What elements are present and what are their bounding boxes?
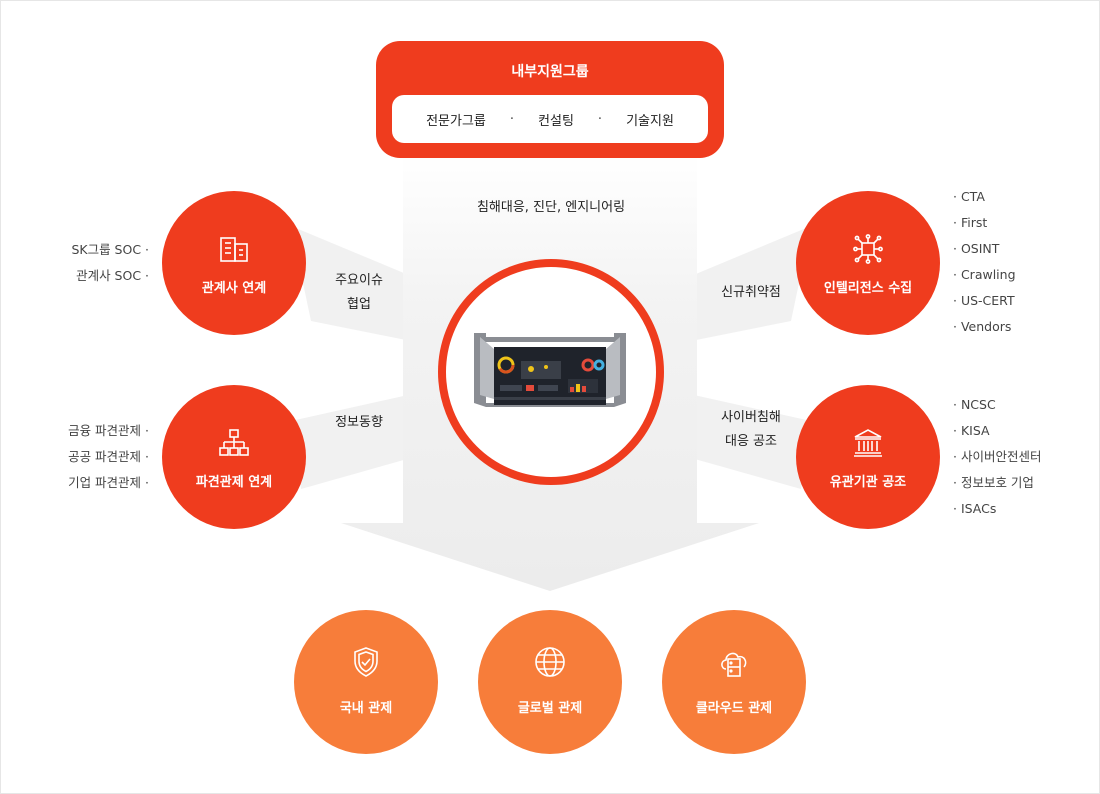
domestic-control-label: 국내 관제 — [339, 701, 393, 716]
internal-support-items: 전문가그룹 · 컨설팅 · 기술지원 — [392, 95, 708, 143]
affiliate-link-node: 관계사 연계 — [162, 191, 306, 335]
building-icon — [220, 237, 248, 262]
global-control-node: 글로벌 관제 — [478, 610, 622, 754]
link-label-line: 주요이슈 — [335, 273, 383, 288]
globe-icon — [535, 647, 565, 677]
org-chart-icon — [219, 429, 249, 456]
consulting-label: 컨설팅 — [538, 113, 574, 129]
intelligence-list: · CTA · First · OSINT · Crawling · US-CE… — [953, 184, 1093, 340]
agency-cooperation-label: 유관기관 공조 — [829, 475, 907, 490]
new-vulnerability-link-label: 신규취약점 — [701, 281, 801, 305]
list-item: · OSINT — [953, 241, 1000, 256]
intelligence-node: 인텔리전스 수집 — [796, 191, 940, 335]
control-center — [438, 259, 664, 485]
center-top-label: 침해대응, 진단, 엔지니어링 — [476, 200, 626, 215]
link-label-line: 대응 공조 — [725, 434, 777, 449]
list-item: 공공 파견관제 · — [68, 449, 149, 464]
global-control-label: 글로벌 관제 — [517, 701, 583, 716]
affiliate-list: SK그룹 SOC · 관계사 SOC · — [21, 237, 149, 289]
info-trend-link-label: 정보동향 — [319, 411, 399, 435]
link-label-line: 사이버침해 — [721, 410, 781, 425]
network-chip-icon — [853, 234, 883, 264]
separator: · — [509, 111, 515, 127]
list-item: · 정보보호 기업 — [953, 475, 1034, 490]
separator: · — [597, 111, 603, 127]
cloud-control-label: 클라우드 관제 — [695, 701, 773, 716]
cyber-response-link-label: 사이버침해 대응 공조 — [701, 406, 801, 454]
shield-check-icon — [354, 647, 378, 677]
link-label-line: 정보동향 — [335, 415, 383, 430]
list-item: · Vendors — [953, 319, 1012, 334]
list-item: SK그룹 SOC · — [71, 242, 149, 257]
cloud-control-node: 클라우드 관제 — [662, 610, 806, 754]
list-item: · KISA — [953, 423, 990, 438]
list-item: · 사이버안전센터 — [953, 449, 1042, 464]
list-item: 금융 파견관제 · — [68, 423, 149, 438]
list-item: · CTA — [953, 189, 985, 204]
list-item: · US-CERT — [953, 293, 1015, 308]
dispatch-control-label: 파견관제 연계 — [195, 475, 273, 490]
internal-support-group: 내부지원그룹 전문가그룹 · 컨설팅 · 기술지원 — [376, 41, 724, 158]
domestic-control-node: 국내 관제 — [294, 610, 438, 754]
list-item: · ISACs — [953, 501, 997, 516]
list-item: · First — [953, 215, 988, 230]
cloud-server-icon — [721, 652, 747, 677]
agency-list: · NCSC · KISA · 사이버안전센터 · 정보보호 기업 · ISAC… — [953, 392, 1093, 522]
agency-cooperation-node: 유관기관 공조 — [796, 385, 940, 529]
tech-support-label: 기술지원 — [626, 113, 674, 129]
intelligence-label: 인텔리전스 수집 — [823, 281, 913, 296]
major-issue-link-label: 주요이슈 협업 — [319, 269, 399, 317]
institution-icon — [854, 429, 882, 457]
list-item: · Crawling — [953, 267, 1016, 282]
link-label-line: 신규취약점 — [721, 285, 781, 300]
affiliate-link-label: 관계사 연계 — [201, 281, 267, 296]
list-item: · NCSC — [953, 397, 996, 412]
expert-group-label: 전문가그룹 — [426, 113, 486, 129]
dispatch-list: 금융 파견관제 · 공공 파견관제 · 기업 파견관제 · — [21, 418, 149, 496]
dispatch-control-node: 파견관제 연계 — [162, 385, 306, 529]
internal-support-title: 내부지원그룹 — [511, 64, 589, 80]
list-item: 기업 파견관제 · — [68, 475, 149, 490]
control-room-screen-icon — [474, 333, 626, 407]
link-label-line: 협업 — [347, 297, 371, 312]
list-item: 관계사 SOC · — [76, 268, 149, 283]
